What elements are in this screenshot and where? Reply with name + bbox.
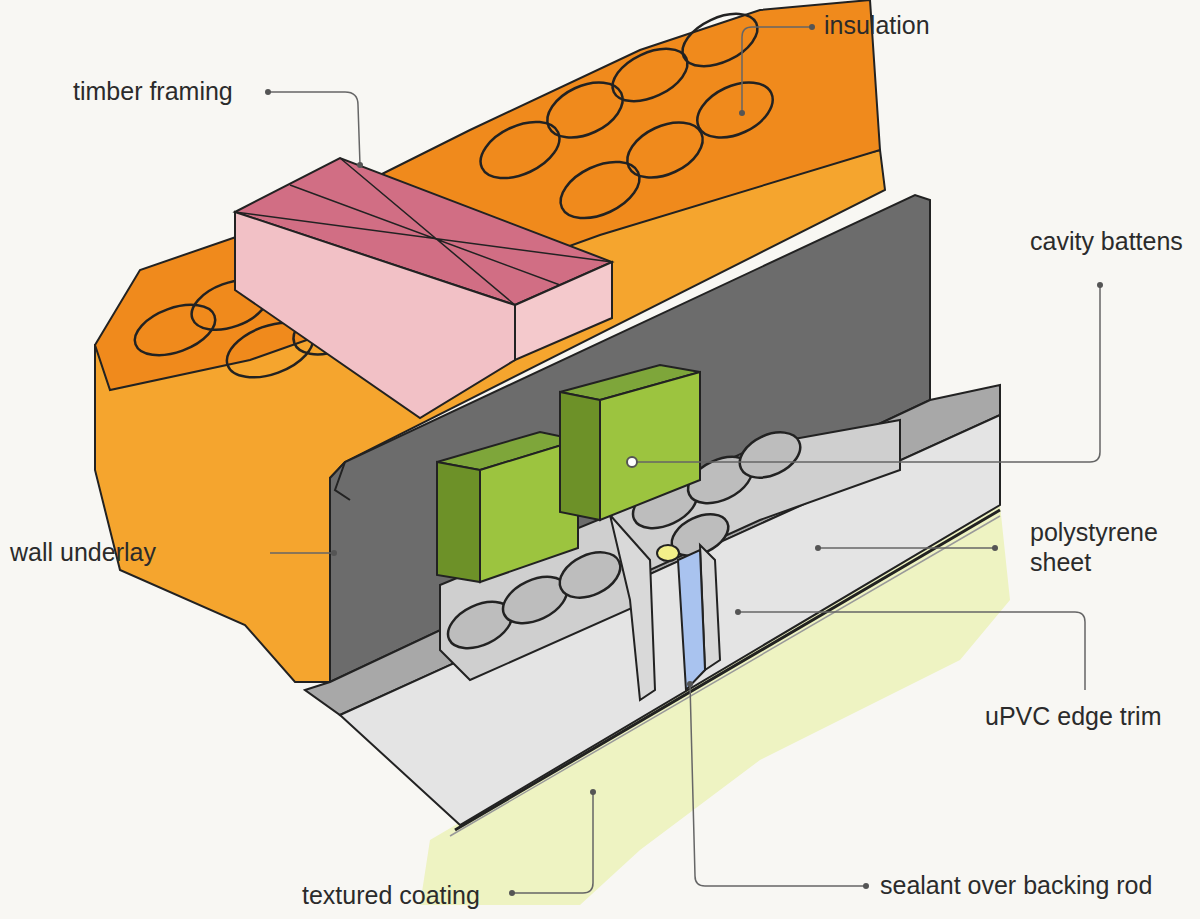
upvc-edge-trim (610, 515, 655, 700)
callout-label: wall underlay (10, 537, 156, 567)
leader-lines (268, 27, 1100, 893)
insulation-loop (539, 71, 632, 148)
leader-line (742, 27, 812, 113)
leader-line (634, 285, 1100, 462)
timber-front (235, 212, 515, 418)
leader-dot (809, 24, 815, 30)
callout-label: uPVC edge trim (985, 701, 1161, 731)
leader-line (270, 552, 334, 554)
insulation-loop (472, 110, 568, 189)
leader-dot (590, 789, 596, 795)
insulation-loop (674, 3, 765, 77)
callout-label: timber framing (73, 76, 233, 106)
leader-dots (265, 24, 1103, 896)
leader-line (268, 92, 360, 165)
leader-dot (331, 550, 337, 556)
cavity-batten (560, 392, 600, 520)
insulation-loop (552, 150, 648, 229)
leader-dot (687, 681, 693, 687)
leader-line (818, 547, 995, 549)
callout-label: insulation (824, 10, 930, 40)
insulation-loop (733, 423, 808, 486)
cavity-batten (600, 372, 700, 520)
cavity-batten (437, 462, 480, 582)
insulation-loop (689, 71, 782, 148)
leader-dot (627, 457, 637, 467)
leader-line (512, 792, 593, 893)
leader-dot (992, 545, 998, 551)
sealant (678, 550, 705, 690)
callout-label: textured coating (302, 880, 480, 910)
leader-dot (1097, 282, 1103, 288)
leader-dot (863, 883, 869, 889)
leader-dot (735, 609, 741, 615)
leader-dot (265, 89, 271, 95)
backing-rod (657, 545, 679, 561)
leader-dot (815, 545, 821, 551)
leader-dot (509, 890, 515, 896)
leader-line (690, 684, 866, 886)
callout-label: sealant over backing rod (880, 870, 1152, 900)
leader-dot (357, 162, 363, 168)
callout-label: cavity battens (1030, 226, 1183, 256)
leader-line (738, 612, 1085, 690)
leader-dot (739, 110, 745, 116)
underlay-fold (335, 462, 350, 500)
callout-label: polystyrene sheet (1030, 517, 1180, 577)
